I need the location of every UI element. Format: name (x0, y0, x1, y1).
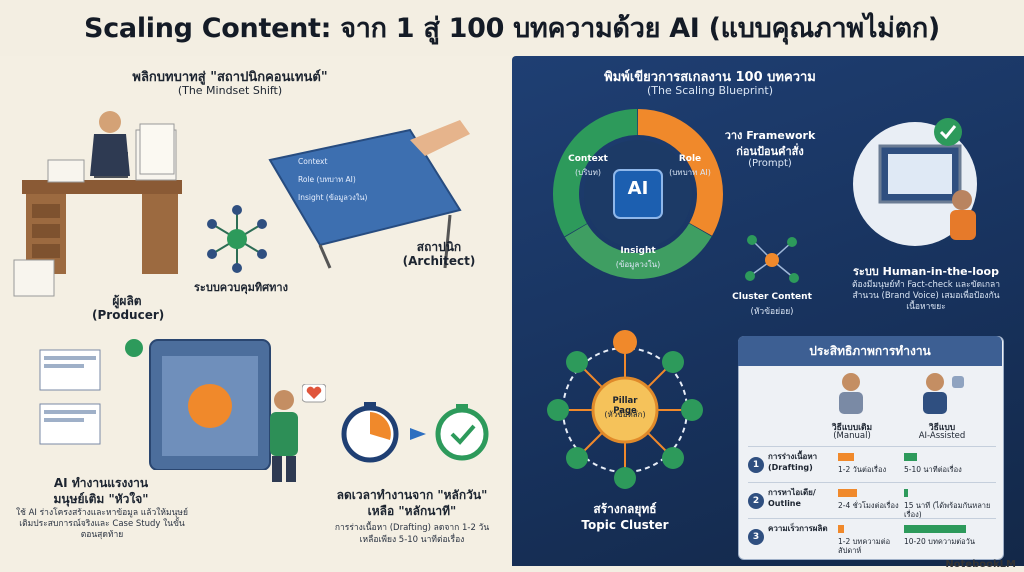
mindset-subtitle: (The Mindset Shift) (177, 84, 283, 97)
efficiency-row: 3 ความเร็วการผลิต 1-2 บทความต่อสัปดาห์ 1… (748, 518, 996, 559)
ai-heart-desc: ใช้ AI ร่างโครงสร้างและหาข้อมูล แล้วให้ม… (15, 508, 189, 540)
ai-cycle-diagram (553, 109, 723, 279)
blueprint-item: Context (298, 157, 328, 166)
row-label: การร่างเนื้อหา (Drafting) (768, 452, 818, 472)
producer-label: ผู้ผลิต (112, 294, 142, 308)
cluster-content-label: Cluster Content (732, 292, 812, 302)
manual-bar (838, 489, 857, 497)
ai-value: 10-20 บทความต่อวัน (904, 537, 975, 546)
cluster-content-sub: (หัวข้อย่อย) (750, 307, 794, 317)
network-icon (207, 205, 267, 273)
cycle-role-sub: (บทบาท AI) (669, 168, 711, 177)
time-title-1: ลดเวลาทำงานจาก "หลักวัน" (336, 488, 488, 502)
framework-line-2: ก่อนป้อนคำสั่ง (736, 145, 804, 158)
mindset-title: พลิกบทบาทสู่ "สถาปนิกคอนเทนต์" (132, 70, 328, 85)
efficiency-card (738, 336, 1004, 560)
architect-label: สถาปนิก (416, 240, 462, 254)
efficiency-row: 1 การร่างเนื้อหา (Drafting) 1-2 วันต่อเร… (748, 446, 996, 487)
time-desc-2: เหลือเพียง 5-10 นาทีต่อเรื่อง (359, 535, 465, 545)
ai-bar (904, 525, 966, 533)
ai-bar (904, 453, 917, 461)
time-desc-1: การร่างเนื้อหา (Drafting) ลดจาก 1-2 วัน (334, 523, 490, 533)
drafting-table-illustration (268, 120, 470, 269)
topic-cluster-title-1: สร้างกลยุทธ์ (593, 502, 657, 516)
cycle-insight-sub: (ข้อมูลวงใน) (615, 260, 661, 269)
ai-heart-title-2: มนุษย์เติม "หัวใจ" (53, 492, 149, 506)
pillar-label: Pillar Page (612, 396, 638, 416)
framework-line-1: วาง Framework (724, 129, 816, 142)
framework-line-3: (Prompt) (748, 158, 792, 169)
cycle-role: Role (678, 154, 702, 164)
timer-illustration (341, 402, 489, 463)
row-number: 3 (748, 529, 764, 545)
row-number: 2 (748, 493, 764, 509)
blueprint-items: Context Role (บทบาท AI) Insight (ข้อมูลว… (298, 156, 368, 224)
hitl-desc: ต้องมีมนุษย์ทำ Fact-check และขัดเกลาสำนว… (851, 280, 1001, 312)
pillar-sub: (หัวข้อหลัก) (604, 410, 646, 419)
efficiency-title: ประสิทธิภาพการทำงาน (738, 336, 1002, 366)
manual-value: 1-2 บทความต่อสัปดาห์ (838, 537, 891, 555)
ai-value: 15 นาที (ได้พร้อมกันหลายเรื่อง) (904, 501, 991, 519)
manual-bar (838, 453, 854, 461)
cycle-insight: Insight (620, 246, 656, 256)
col-ai-1: วิธีแบบ (928, 423, 956, 433)
manual-value: 1-2 วันต่อเรื่อง (838, 465, 887, 474)
hitl-title: ระบบ Human-in-the-loop (853, 265, 999, 278)
tired-person-icon (839, 373, 863, 414)
page-title: Scaling Content: จาก 1 สู่ 100 บทความด้ว… (84, 13, 940, 44)
cycle-context-sub: (บริบท) (575, 168, 601, 177)
cycle-center-ai: AI (627, 178, 649, 199)
col-manual-2: (Manual) (833, 431, 871, 441)
control-label: ระบบควบคุมทิศทาง (194, 281, 288, 294)
architect-sub: (Architect) (402, 254, 476, 268)
writer-person-illustration (270, 390, 298, 482)
col-manual-1: วิธีแบบเดิม (831, 423, 873, 433)
ai-assisted-person-icon (923, 373, 964, 414)
producer-sub: (Producer) (92, 308, 165, 322)
ai-bar (904, 489, 908, 497)
producer-illustration (13, 111, 182, 297)
topic-cluster-title-2: Topic Cluster (581, 518, 669, 532)
ai-machine-illustration (39, 339, 271, 470)
row-label: ความเร็วการผลิต (768, 524, 828, 533)
blueprint-item: Role (บทบาท AI) (298, 175, 356, 184)
manual-value: 2-4 ชั่วโมงต่อเรื่อง (838, 501, 899, 510)
col-ai-2: AI-Assisted (918, 431, 966, 441)
efficiency-row: 2 การหาไอเดีย/ Outline 2-4 ชั่วโมงต่อเรื… (748, 482, 996, 523)
topic-cluster-diagram (547, 330, 703, 489)
time-title-2: เหลือ "หลักนาที" (367, 504, 457, 518)
cycle-context: Context (568, 154, 608, 164)
row-label: การหาไอเดีย/ Outline (768, 488, 816, 508)
ai-heart-title-1: AI ทำงานแรงงาน (53, 476, 149, 490)
blueprint-item: Insight (ข้อมูลวงใน) (298, 193, 368, 202)
cluster-network-icon (745, 235, 799, 283)
blueprint-title: พิมพ์เขียวการสเกลงาน 100 บทความ (604, 70, 816, 85)
row-number: 1 (748, 457, 764, 473)
manual-bar (838, 525, 844, 533)
notebooklm-logo: NotebookLM (945, 559, 1016, 570)
blueprint-subtitle: (The Scaling Blueprint) (646, 84, 774, 97)
human-in-loop-illustration (853, 118, 977, 246)
heart-icon (302, 384, 326, 403)
ai-value: 5-10 นาทีต่อเรื่อง (904, 465, 962, 474)
